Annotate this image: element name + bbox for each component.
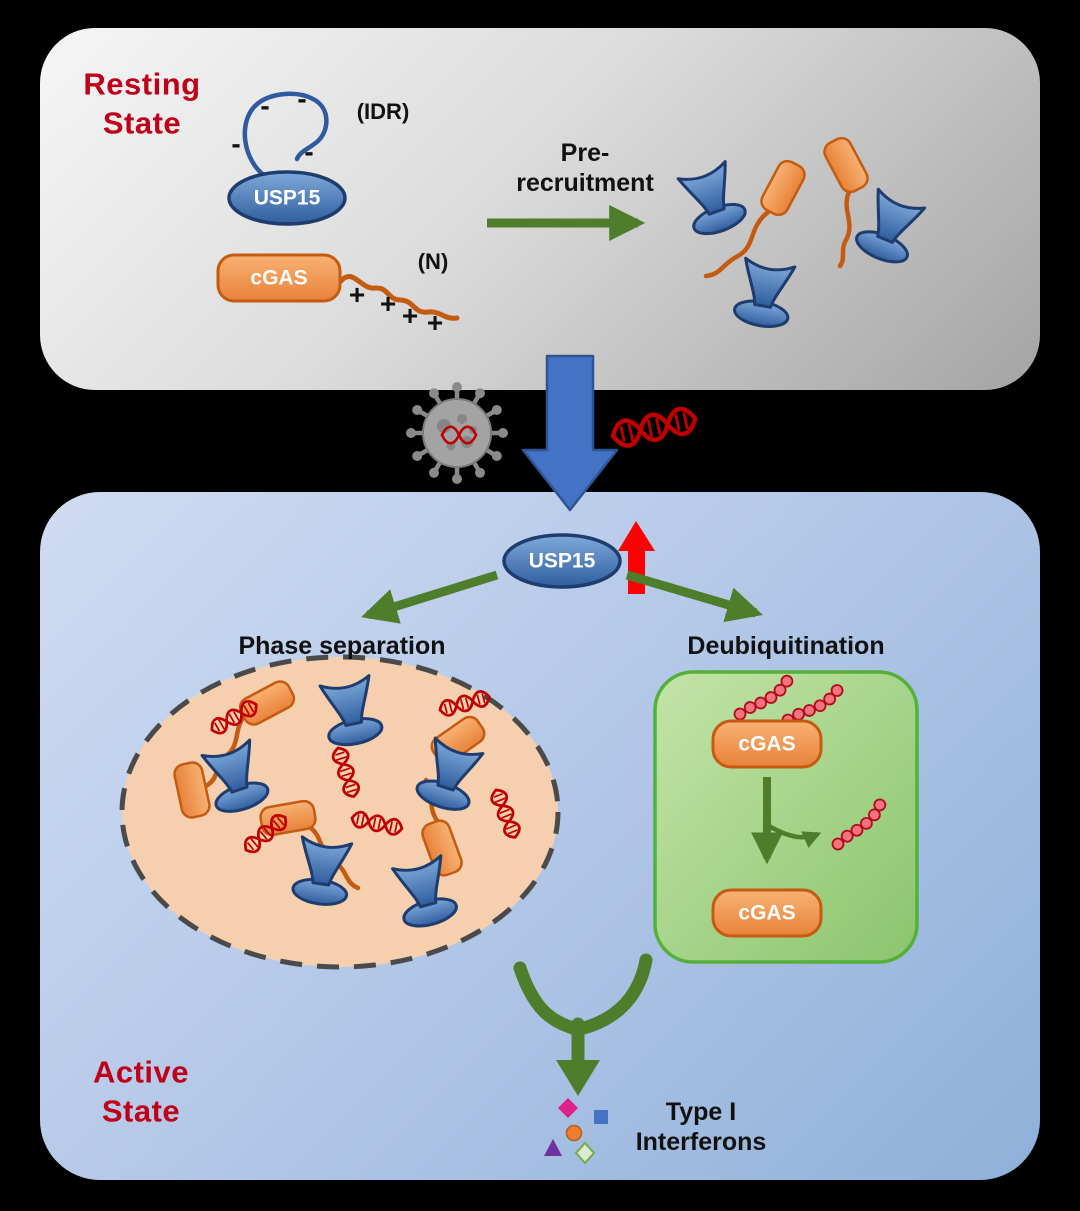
usp15-ellipse-active: [502, 533, 622, 589]
upregulation-arrow: [618, 521, 655, 594]
ubiquitin-release-arrow: [767, 824, 822, 848]
dna-helix-icon: [610, 406, 697, 448]
cgas-ubiquitinated-body: [711, 719, 823, 769]
usp15-resting-label: USP15: [253, 186, 321, 210]
minus-sign: -: [260, 90, 270, 121]
precomplex-cluster: [674, 133, 929, 332]
plus-sign: +: [379, 288, 397, 319]
idr-label: (IDR): [356, 98, 410, 124]
minus-sign: -: [304, 136, 314, 167]
cgas-deubiquitinated-body: [711, 888, 823, 938]
interferon-circle-icon: [565, 1124, 583, 1142]
type1-interferons-label: Type I Interferons: [635, 1098, 767, 1156]
interferon-diamond-outline-icon: [574, 1141, 596, 1165]
cgas-resting-label: cGAS: [250, 266, 308, 290]
usp15-ellipse-resting: [227, 170, 347, 226]
prerecruitment-label: Pre- recruitment: [516, 139, 654, 197]
cgas-deubiquitinated-label: cGAS: [738, 901, 796, 925]
plus-sign: +: [348, 279, 366, 310]
deubiquitination-arrow: [625, 570, 763, 623]
active-state-title: Active State: [92, 1054, 190, 1128]
virus-icon: [406, 382, 508, 484]
plus-sign: +: [401, 300, 419, 331]
interferon-diamond-icon: [558, 1098, 578, 1118]
n-terminus-label: (N): [417, 248, 449, 274]
cgas-n-tail: [338, 274, 460, 321]
deubiquitination-label: Deubiquitination: [687, 632, 885, 660]
resting-state-title: Resting State: [83, 66, 201, 140]
plus-sign: +: [426, 307, 444, 338]
interferon-square-icon: [594, 1110, 608, 1124]
signal-merge-arrow: [513, 953, 653, 1096]
activation-down-arrow: [521, 354, 619, 512]
minus-sign: -: [297, 83, 307, 114]
resting-state-panel: [40, 28, 1040, 390]
interferon-molecule-icons: [544, 1098, 608, 1165]
minus-sign: -: [231, 128, 241, 159]
interferon-triangle-icon: [544, 1139, 562, 1156]
usp15-active-label: USP15: [528, 549, 596, 573]
cgas-body-resting: [216, 253, 342, 303]
cgas-ubiquitinated-label: cGAS: [738, 732, 796, 756]
phase-separation-label: Phase separation: [238, 632, 446, 660]
phase-separation-arrow: [361, 570, 499, 624]
condensate-contents: [171, 673, 524, 933]
idr-squiggle: [242, 91, 329, 179]
